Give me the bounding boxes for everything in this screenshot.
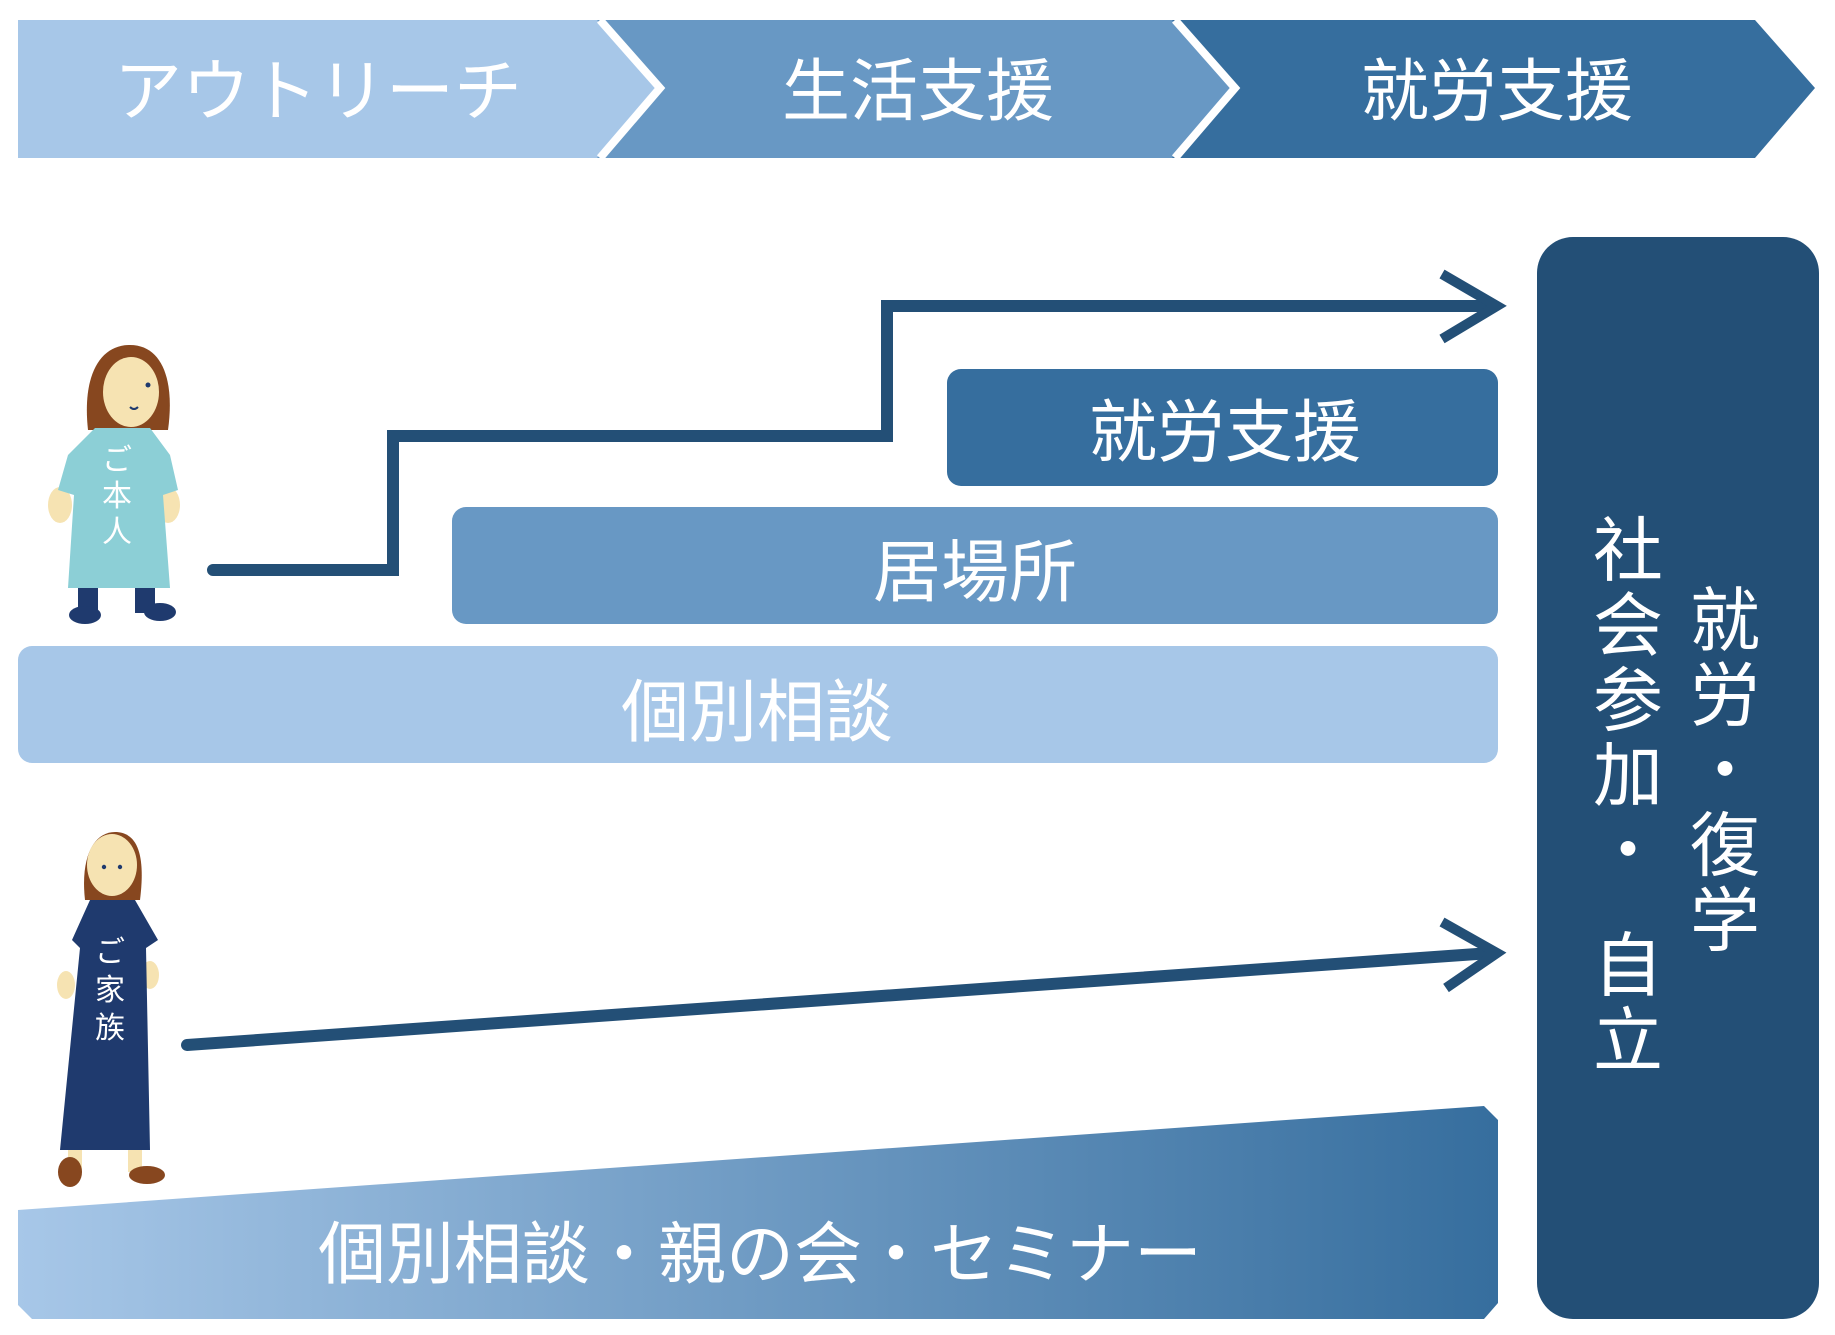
person-family-label: ご [95,935,125,970]
face [87,834,137,896]
goal-char: 立 [1593,1000,1663,1082]
step-chevron-life-support [597,20,1240,158]
bar-ibasho [452,507,1498,624]
goal-char: 労 [1690,655,1760,737]
face [103,357,159,427]
self-arrow-head [1439,269,1507,344]
goal-char: 就 [1690,580,1760,662]
shirt [58,428,178,588]
bar-ibasho-label: 居場所 [873,534,1077,613]
goal-char: 学 [1690,880,1760,962]
bar-employment-support-label: 就労支援 [1089,394,1361,473]
goal-char: ・ [1690,730,1760,812]
step-label-employment-support: 就労支援 [1361,53,1633,132]
family-arrow-head [1439,917,1507,993]
goal-char: ・ [1593,810,1663,892]
chevron-divider [1171,17,1241,161]
step-label-outreach: アウトリーチ [114,53,522,132]
step-chevron-employment-support [1172,20,1815,158]
self-step-arrow [207,300,1497,576]
left-arm [57,971,75,999]
person-self-label: 人 [102,515,132,550]
bar-individual-consultation-label: 個別相談 [621,674,893,753]
person-family-illustration: ご 家 族 [57,832,165,1187]
left-arm [48,487,72,523]
person-family-label: 族 [95,1011,125,1046]
step-label-life-support: 生活支援 [782,53,1054,132]
goal-box-bg [1537,237,1819,1319]
person-self-label: ご [102,443,132,478]
bar-family-programs-label: 個別相談・親の会・セミナー [318,1216,1202,1295]
header-steps: アウトリーチ 生活支援 就労支援 [18,17,1815,161]
bar-employment-support [947,369,1498,486]
bar-individual-consultation [18,646,1498,763]
goal-column-right: 就 労 ・ 復 学 [1690,580,1760,962]
step-chevron-outreach [18,20,665,158]
goal-char: 復 [1690,805,1760,887]
goal-char: 自 [1593,925,1663,1007]
person-self-label: 本 [102,479,132,514]
chevron-divider [596,17,666,161]
family-arrow [181,947,1497,1051]
dress [60,900,158,1150]
goal-char: 加 [1593,735,1663,817]
goal-char: 社 [1593,510,1663,592]
person-self-illustration: ご 本 人 [48,345,180,624]
bar-family-programs [18,1106,1498,1319]
goal-char: 参 [1593,660,1663,742]
goal-box: 就 労 ・ 復 学 社 会 参 加 ・ 自 立 [1537,237,1819,1319]
goal-char: 会 [1593,585,1663,667]
person-family-label: 家 [95,973,125,1008]
goal-column-left: 社 会 参 加 ・ 自 立 [1593,510,1663,1082]
